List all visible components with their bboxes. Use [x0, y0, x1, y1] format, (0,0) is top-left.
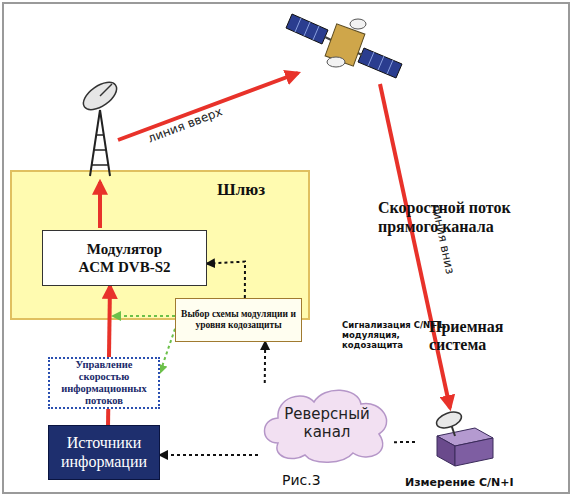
selection-box: Выбор схемы модуляции и уровня кодозащит… [175, 298, 302, 342]
cloud-shape [265, 390, 387, 462]
dish [79, 77, 122, 115]
node-text: Выбор схемы модуляции и уровня кодозащит… [176, 309, 301, 332]
receiver-side [455, 438, 493, 466]
node-text: Измерение C/N+I [405, 476, 535, 489]
tower-brace [96, 134, 104, 136]
tower-brace [94, 149, 106, 151]
panel-grid [387, 60, 393, 74]
figure-caption: Рис.3 [282, 472, 321, 488]
dish-feed [100, 84, 112, 96]
node-text: Реверсный канал [272, 405, 382, 441]
stream-label: Скоростной поток прямого канала [378, 198, 563, 236]
receiver-station: Приемная системаИзмерение C/N+I [415, 410, 495, 468]
connector [160, 329, 175, 373]
panel-grid [378, 56, 384, 70]
modulator-box: Модулятор ACM DVB-S2 [42, 230, 207, 286]
panel-grid [295, 18, 301, 32]
panel-arm [325, 37, 362, 55]
node-text: Управление скоростью информационных пото… [50, 359, 158, 407]
solar-panel [286, 14, 328, 44]
node-text: Источники информации [49, 434, 159, 471]
satellite [286, 14, 402, 78]
node-text: Модулятор ACM DVB-S2 [70, 240, 180, 276]
receiver-symbol [415, 410, 495, 468]
signal-note: Сигнализация C/N+1, модуляция, кодозащит… [342, 320, 460, 351]
panel-grid [368, 52, 374, 66]
reverse-channel-cloud: Реверсный канал [258, 383, 393, 463]
link-label: линия вверх [145, 104, 225, 146]
connector [393, 441, 415, 443]
tower-brace [92, 164, 108, 166]
connector [160, 454, 258, 456]
receiver-front [437, 436, 455, 466]
panel-grid [304, 22, 310, 36]
tower-leg [90, 110, 100, 176]
solar-panel [358, 48, 402, 78]
tower-leg [100, 110, 110, 176]
panel-grid [313, 26, 319, 40]
node-text: Шлюз [217, 180, 265, 200]
rate-control-box: Управление скоростью информационных пото… [48, 357, 160, 409]
connector [264, 342, 266, 383]
satellite-dish [327, 57, 345, 67]
uplink-arrow [118, 73, 298, 140]
satellite-dish [350, 19, 366, 29]
uplink-antenna [79, 77, 122, 176]
satellite-body [325, 24, 365, 66]
receiver-dish [434, 409, 463, 431]
frame [3, 3, 569, 493]
source-box: Источники информации [48, 425, 160, 480]
